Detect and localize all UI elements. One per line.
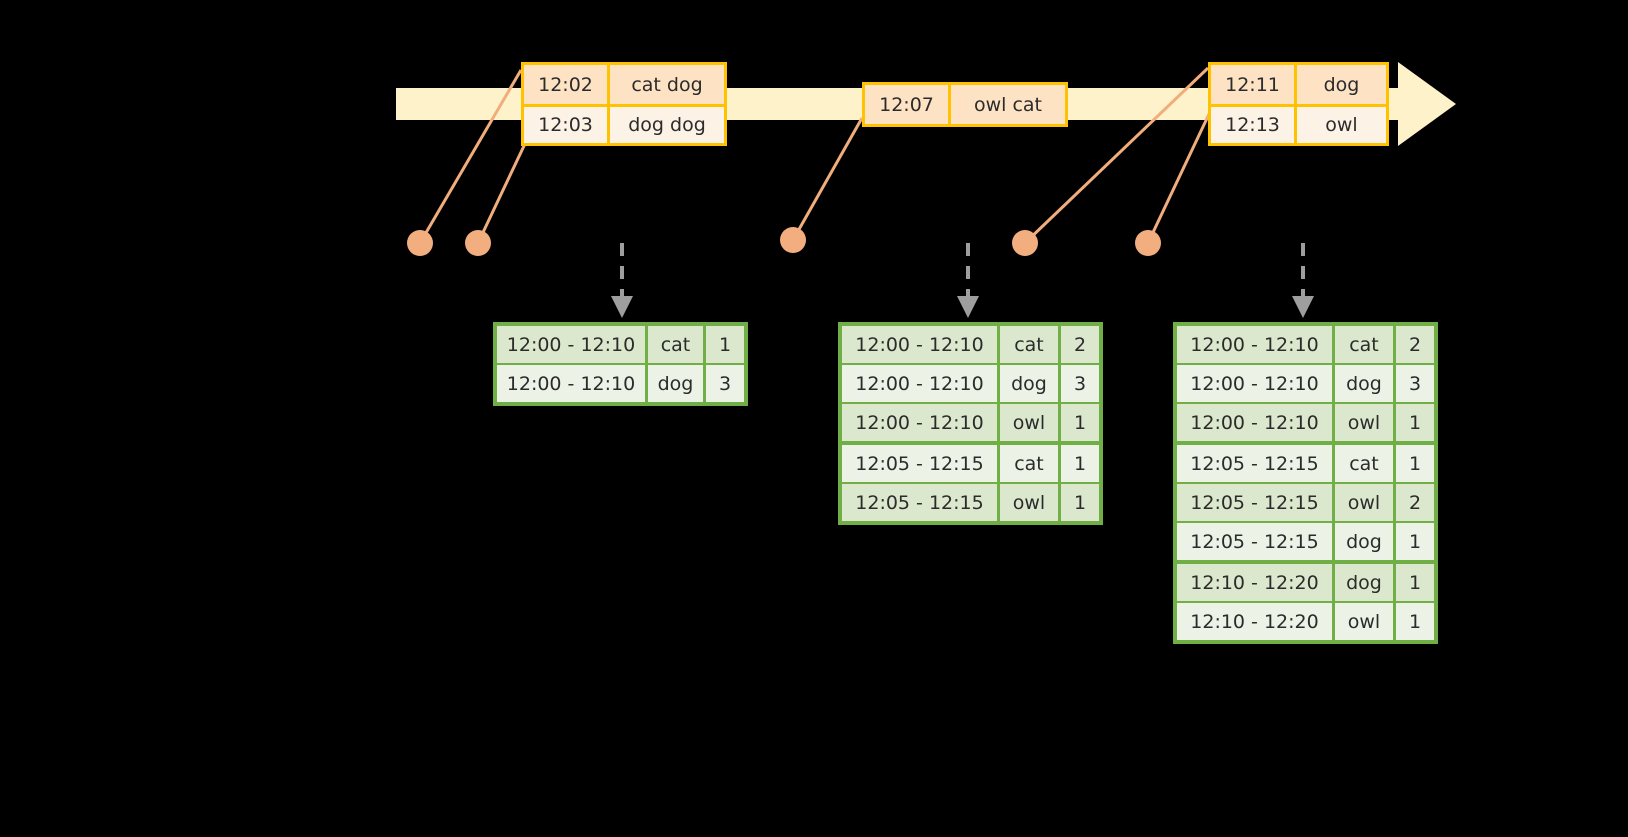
event-value: cat dog	[631, 73, 703, 96]
table-row[interactable]: 12:00 - 12:10 dog 3	[1177, 365, 1434, 402]
event-box-1[interactable]: 12:02 cat dog 12:03 dog dog	[521, 62, 727, 146]
cell-window: 12:00 - 12:10	[1177, 365, 1332, 402]
cell-count: 3	[1396, 365, 1434, 402]
cell-key: dog	[1000, 365, 1058, 402]
event-dot	[407, 230, 433, 256]
emit-arrow-1	[611, 243, 633, 318]
cell-count: 2	[1396, 484, 1434, 521]
event-dot	[465, 230, 491, 256]
event-row[interactable]: 12:02 cat dog	[524, 65, 724, 104]
connector-dots	[407, 227, 1161, 256]
emit-arrow-2	[957, 243, 979, 318]
cell-count: 3	[1061, 365, 1099, 402]
cell-count: 2	[1061, 326, 1099, 363]
cell-key: cat	[1335, 445, 1393, 482]
cell-count: 2	[1396, 326, 1434, 363]
cell-window: 12:10 - 12:20	[1177, 603, 1332, 640]
event-time: 12:02	[524, 65, 610, 104]
cell-window: 12:05 - 12:15	[1177, 484, 1332, 521]
cell-key: owl	[1000, 404, 1058, 441]
event-time: 12:03	[524, 107, 610, 143]
table-row[interactable]: 12:05 - 12:15 owl 2	[1177, 484, 1434, 521]
table-row[interactable]: 12:05 - 12:15 owl 1	[842, 484, 1099, 521]
event-dot	[780, 227, 806, 253]
cell-key: owl	[1000, 484, 1058, 521]
table-row[interactable]: 12:00 - 12:10 owl 1	[1177, 404, 1434, 441]
cell-count: 1	[1396, 445, 1434, 482]
cell-window: 12:05 - 12:15	[842, 445, 997, 482]
table-row[interactable]: 12:00 - 12:10 owl 1	[842, 404, 1099, 441]
event-dot	[1012, 230, 1038, 256]
cell-key: dog	[648, 365, 703, 402]
cell-window: 12:10 - 12:20	[1177, 564, 1332, 601]
cell-key: dog	[1335, 365, 1393, 402]
event-time: 12:07	[865, 85, 951, 124]
table-row[interactable]: 12:05 - 12:15 cat 1	[1177, 445, 1434, 482]
event-row[interactable]: 12:03 dog dog	[524, 104, 724, 143]
cell-window: 12:00 - 12:10	[1177, 404, 1332, 441]
cell-key: owl	[1335, 603, 1393, 640]
cell-key: dog	[1335, 564, 1393, 601]
table-row[interactable]: 12:10 - 12:20 owl 1	[1177, 603, 1434, 640]
table-row[interactable]: 12:00 - 12:10 cat 2	[1177, 326, 1434, 363]
cell-count: 1	[1396, 523, 1434, 560]
result-table-3[interactable]: 12:00 - 12:10 cat 2 12:00 - 12:10 dog 3 …	[1173, 322, 1438, 644]
cell-window: 12:00 - 12:10	[497, 365, 645, 402]
table-row[interactable]: 12:00 - 12:10 dog 3	[842, 365, 1099, 402]
table-row[interactable]: 12:05 - 12:15 cat 1	[842, 445, 1099, 482]
emit-arrow-3	[1292, 243, 1314, 318]
cell-count: 1	[1061, 445, 1099, 482]
cell-key: owl	[1335, 404, 1393, 441]
cell-window: 12:05 - 12:15	[1177, 523, 1332, 560]
cell-window: 12:00 - 12:10	[842, 404, 997, 441]
table-row[interactable]: 12:00 - 12:10 dog 3	[497, 365, 744, 402]
event-value: owl	[1325, 114, 1358, 136]
table-row[interactable]: 12:10 - 12:20 dog 1	[1177, 564, 1434, 601]
event-value: dog dog	[628, 114, 706, 136]
cell-key: cat	[1335, 326, 1393, 363]
event-row[interactable]: 12:11 dog	[1211, 65, 1386, 104]
event-value: dog	[1323, 73, 1360, 96]
cell-key: cat	[1000, 326, 1058, 363]
cell-count: 1	[1396, 564, 1434, 601]
event-row[interactable]: 12:13 owl	[1211, 104, 1386, 143]
cell-count: 1	[706, 326, 744, 363]
event-value: owl cat	[973, 93, 1043, 116]
cell-window: 12:05 - 12:15	[1177, 445, 1332, 482]
cell-window: 12:05 - 12:15	[842, 484, 997, 521]
table-row[interactable]: 12:00 - 12:10 cat 2	[842, 326, 1099, 363]
event-time: 12:13	[1211, 107, 1297, 143]
cell-key: cat	[1000, 445, 1058, 482]
cell-key: owl	[1335, 484, 1393, 521]
event-box-2[interactable]: 12:07 owl cat	[862, 82, 1068, 127]
table-row[interactable]: 12:00 - 12:10 cat 1	[497, 326, 744, 363]
cell-window: 12:00 - 12:10	[842, 326, 997, 363]
cell-window: 12:00 - 12:10	[497, 326, 645, 363]
cell-key: cat	[648, 326, 703, 363]
cell-count: 1	[1396, 404, 1434, 441]
cell-count: 1	[1061, 484, 1099, 521]
cell-window: 12:00 - 12:10	[842, 365, 997, 402]
cell-window: 12:00 - 12:10	[1177, 326, 1332, 363]
event-row[interactable]: 12:07 owl cat	[865, 85, 1065, 124]
emit-arrows	[611, 243, 1314, 318]
result-table-1[interactable]: 12:00 - 12:10 cat 1 12:00 - 12:10 dog 3	[493, 322, 748, 406]
cell-count: 1	[1061, 404, 1099, 441]
cell-key: dog	[1335, 523, 1393, 560]
event-time: 12:11	[1211, 65, 1297, 104]
event-dot	[1135, 230, 1161, 256]
result-table-2[interactable]: 12:00 - 12:10 cat 2 12:00 - 12:10 dog 3 …	[838, 322, 1103, 525]
event-box-3[interactable]: 12:11 dog 12:13 owl	[1208, 62, 1389, 146]
table-row[interactable]: 12:05 - 12:15 dog 1	[1177, 523, 1434, 560]
cell-count: 3	[706, 365, 744, 402]
cell-count: 1	[1396, 603, 1434, 640]
